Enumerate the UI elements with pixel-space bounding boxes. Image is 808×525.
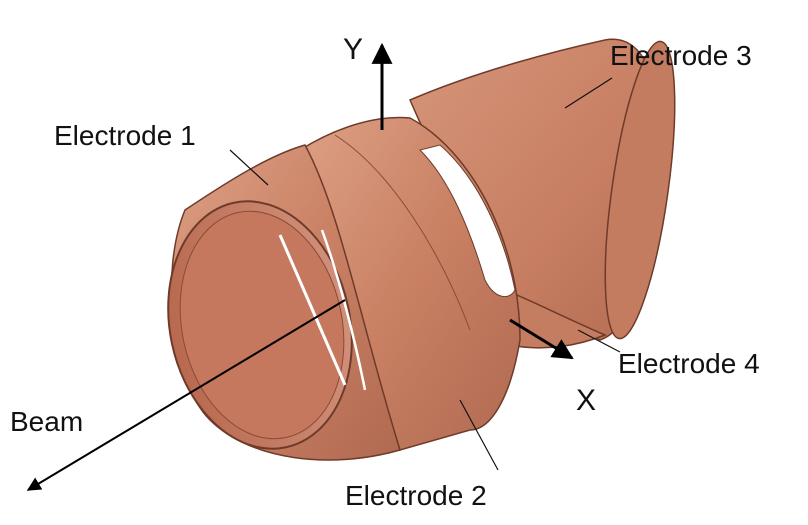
leader-electrode-2 [459,399,499,471]
electrode-3-label: Electrode 3 [610,40,752,71]
leader-electrode-3 [564,77,613,109]
beam-label: Beam [10,406,84,437]
y-axis-label: Y [343,33,364,66]
beam-arrow [26,299,346,491]
x-axis-arrow [509,318,574,360]
leader-electrode-4 [577,329,621,353]
electrode-1-shape [167,144,401,461]
x-axis-label: X [576,384,597,417]
leader-electrode-1 [229,149,269,186]
electrode-4-label: Electrode 4 [618,348,760,379]
electrode-1-label: Electrode 1 [54,120,196,151]
electrode-2-label: Electrode 2 [345,480,487,511]
